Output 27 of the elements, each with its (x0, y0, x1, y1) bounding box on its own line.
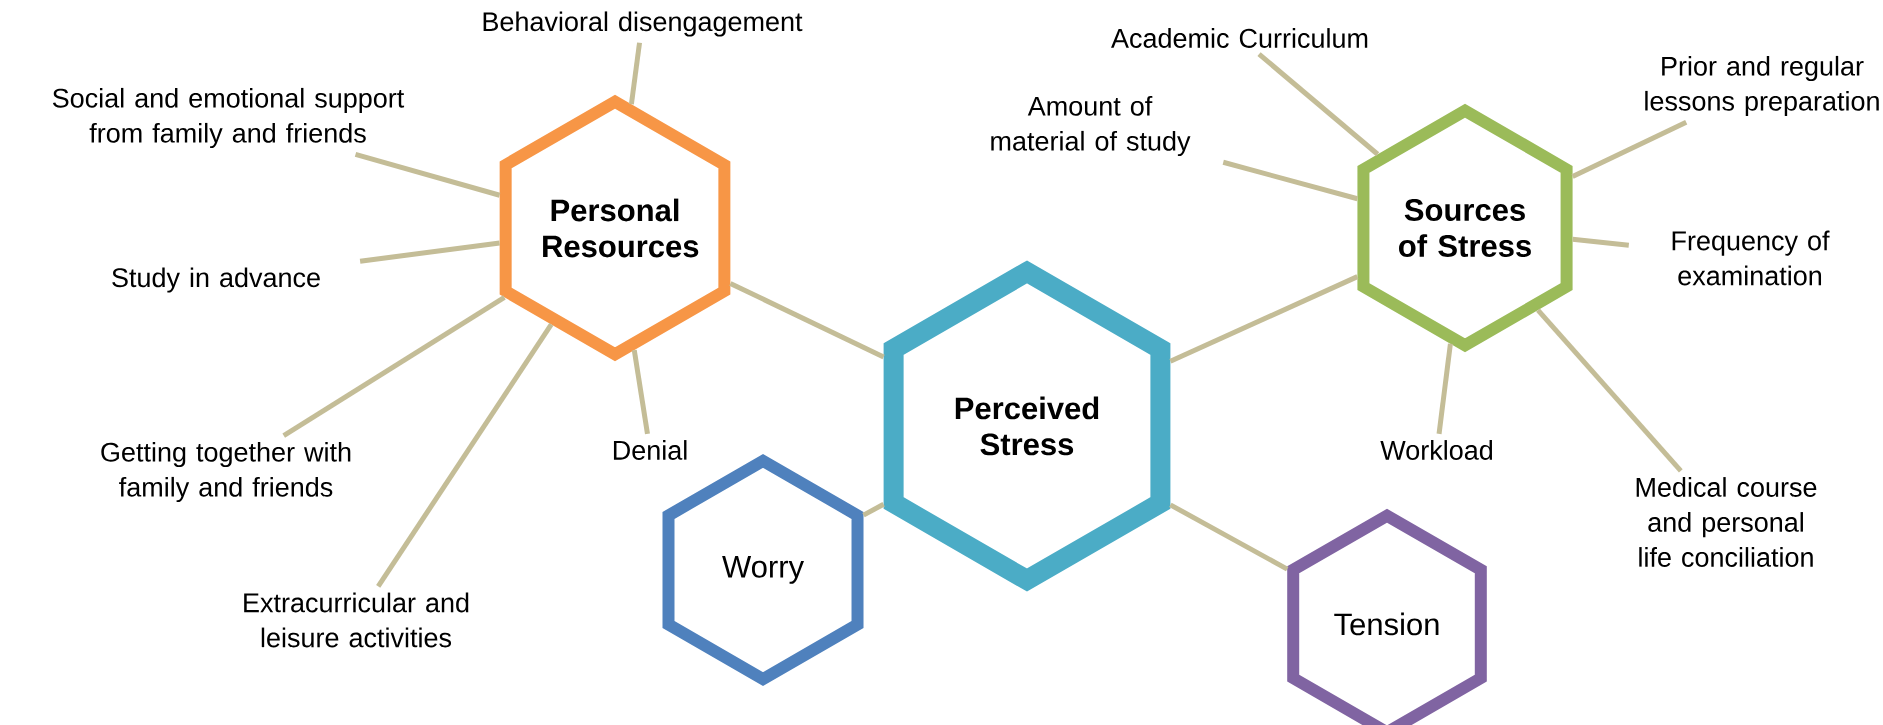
connector-line (376, 323, 554, 588)
label-text: Medical course and personal life conciliation (1636, 477, 1817, 567)
connector-line (631, 349, 650, 435)
label-text: Prior and regular lessons preparation (1645, 55, 1879, 117)
connector-line (862, 502, 885, 518)
label-text: Getting together with family and friends (101, 441, 351, 503)
connector-line (359, 240, 500, 264)
connector-line (1436, 343, 1453, 435)
label-text: Workload (1380, 440, 1493, 460)
label-text: Behavioral disengagement (483, 11, 803, 37)
connector-line (1572, 236, 1630, 248)
label-text: Academic Curriculum (1111, 28, 1368, 48)
label-text: Study in advance (112, 267, 320, 293)
connector-line (1571, 120, 1688, 179)
label-text: Amount of material of study (991, 95, 1191, 157)
connector-line (628, 42, 642, 105)
label-text: Social and emotional support from family and friends (52, 87, 405, 149)
connector-line (1222, 159, 1359, 202)
connector-line (1536, 308, 1683, 473)
connector-line (1169, 274, 1359, 364)
connector-line (1169, 502, 1289, 572)
label-text: Extracurricular and leisure activities (244, 592, 469, 648)
connector-line (1257, 52, 1380, 157)
label-text: Frequency of examination (1672, 230, 1830, 286)
connector-line (282, 295, 506, 438)
connector-line (729, 281, 885, 360)
connector-line (354, 151, 501, 198)
